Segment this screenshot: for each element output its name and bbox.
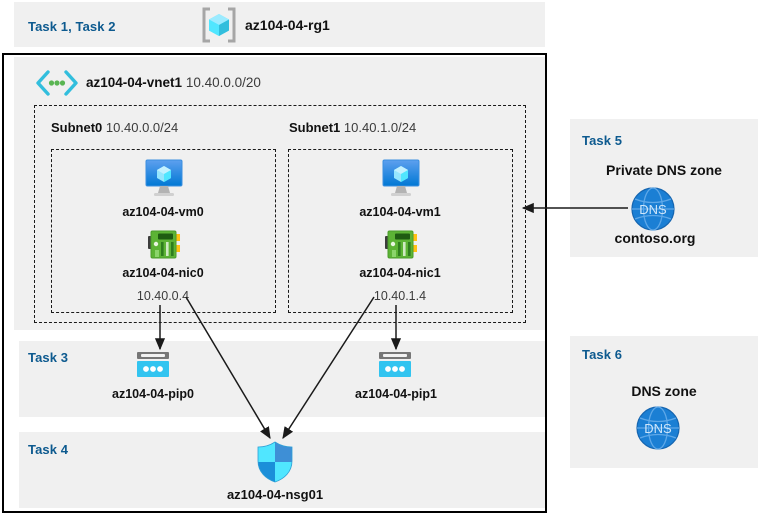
svg-text:DNS: DNS [644, 421, 672, 436]
network-interface-icon [147, 229, 181, 261]
subnet0-title: Subnet0 10.40.0.0/24 [51, 120, 178, 135]
subnet0-cidr: 10.40.0.0/24 [105, 120, 179, 135]
dns-zone-icon: DNS [635, 405, 681, 451]
network-interface-icon [384, 229, 418, 261]
public-ip-icon [376, 351, 414, 381]
contoso-zone-name: contoso.org [614, 230, 696, 246]
virtual-machine-icon [143, 159, 185, 197]
network-security-group-icon [256, 441, 294, 483]
svg-text:DNS: DNS [639, 202, 667, 217]
nic0-ip: 10.40.0.4 [136, 289, 190, 303]
vm1-label: az104-04-vm1 [359, 205, 441, 219]
subnets-container [34, 105, 526, 323]
task5-panel [570, 119, 758, 257]
task-label-1-2: Task 1, Task 2 [28, 19, 116, 34]
vm0-label: az104-04-vm0 [122, 205, 204, 219]
resource-group-name: az104-04-rg1 [245, 17, 330, 33]
nsg-label: az104-04-nsg01 [226, 487, 324, 502]
subnet0-box [51, 149, 276, 313]
nic1-ip: 10.40.1.4 [373, 289, 427, 303]
subnet1-cidr: 10.40.1.0/24 [343, 120, 417, 135]
resource-group-panel [14, 2, 545, 47]
public-ip-icon [134, 351, 172, 381]
task-label-4: Task 4 [28, 442, 69, 457]
subnet1-title: Subnet1 10.40.1.0/24 [289, 120, 416, 135]
dns-zone-icon: DNS [630, 186, 676, 232]
nic0-label: az104-04-nic0 [122, 266, 204, 280]
subscription-outline [2, 53, 547, 513]
virtual-machine-icon [380, 159, 422, 197]
task-label-6: Task 6 [582, 347, 623, 362]
nic1-label: az104-04-nic1 [359, 266, 441, 280]
vnet-title: az104-04-vnet1 10.40.0.0/20 [86, 75, 261, 90]
pip1-label: az104-04-pip1 [355, 387, 437, 401]
vnet-name: az104-04-vnet1 [86, 75, 183, 90]
dns-zone-heading: DNS zone [631, 383, 697, 399]
resource-group-icon [200, 7, 238, 43]
task-label-3: Task 3 [28, 350, 69, 365]
pip0-label: az104-04-pip0 [112, 387, 194, 401]
vnet-cidr: 10.40.0.0/20 [185, 75, 261, 90]
task-label-5: Task 5 [582, 133, 623, 148]
private-dns-zone-heading: Private DNS zone [606, 162, 722, 178]
subnet1-name: Subnet1 [289, 120, 341, 135]
vnet-panel [14, 57, 545, 330]
task3-panel [19, 341, 545, 417]
subnet0-name: Subnet0 [51, 120, 103, 135]
virtual-network-icon [36, 70, 78, 96]
subnet1-box [288, 149, 513, 313]
